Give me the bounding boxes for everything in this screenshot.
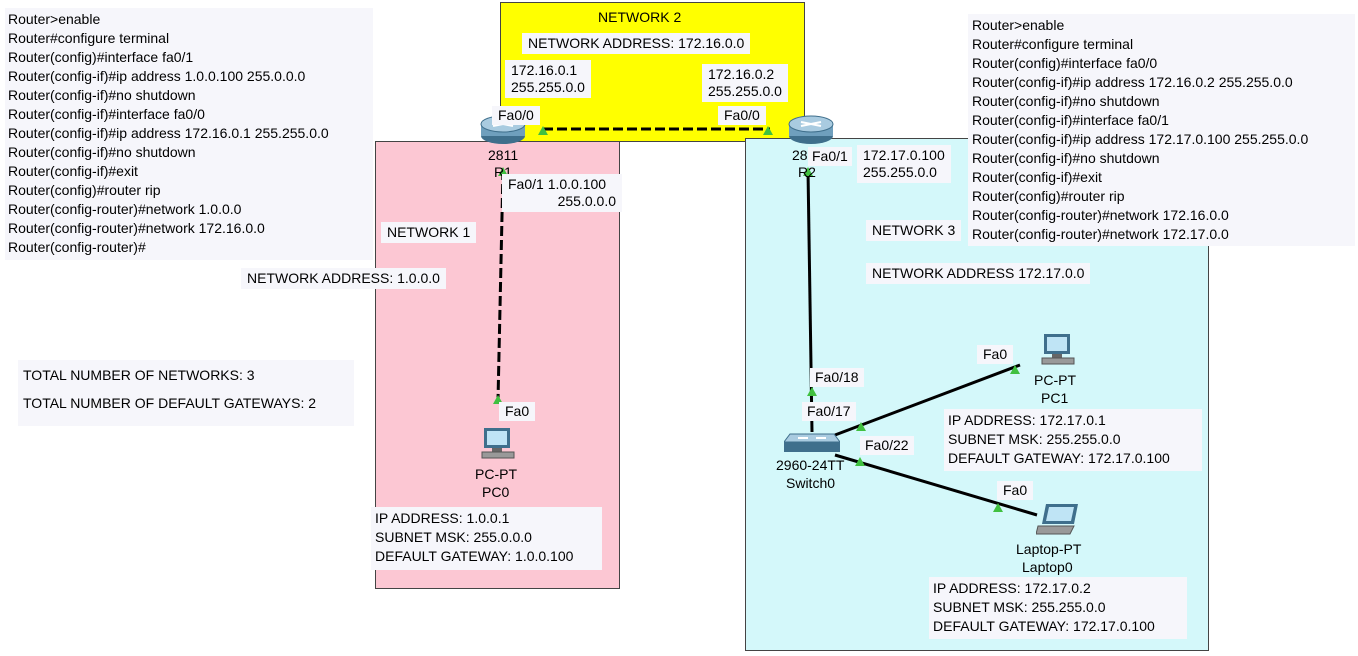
totals-panel: TOTAL NUMBER OF NETWORKS: 3 TOTAL NUMBER…: [18, 360, 354, 426]
network1-address: NETWORK ADDRESS: 1.0.0.0: [241, 268, 446, 289]
pc1-mask: SUBNET MSK: 255.255.0.0: [948, 431, 1121, 447]
laptop0-mask: SUBNET MSK: 255.255.0.0: [933, 599, 1106, 615]
pc0-mask: SUBNET MSK: 255.0.0.0: [375, 529, 532, 545]
config-line: Router#configure terminal: [8, 30, 170, 46]
r2-fa00-port-label: Fa0/0: [718, 106, 766, 125]
total-networks: TOTAL NUMBER OF NETWORKS: 3: [23, 367, 255, 383]
pc1-gateway: DEFAULT GATEWAY: 172.17.0.100: [948, 450, 1170, 466]
link-up-marker: [493, 395, 503, 404]
pc1-name-label: PC1: [1041, 390, 1069, 406]
pc-icon[interactable]: [1040, 332, 1076, 368]
r2-fa01-mask: 255.255.0.0: [863, 164, 937, 180]
r1-model-label: 2811: [488, 147, 519, 163]
link-up-marker: [763, 126, 773, 135]
link-up-marker: [498, 167, 508, 176]
config-line: Router(config-if)#no shutdown: [8, 144, 196, 160]
r1-fa00-port-label: Fa0/0: [492, 106, 540, 125]
config-line: Router(config-router)#network 1.0.0.0: [8, 201, 242, 217]
config-line: Router(config-if)#exit: [972, 169, 1102, 185]
laptop0-gateway: DEFAULT GATEWAY: 172.17.0.100: [933, 618, 1155, 634]
link-up-marker: [993, 503, 1003, 512]
pc1-type-label: PC-PT: [1034, 372, 1076, 388]
pc1-ip-panel: IP ADDRESS: 172.17.0.1 SUBNET MSK: 255.2…: [944, 409, 1202, 471]
config-line: Router>enable: [8, 11, 101, 27]
r2-config-panel: Router>enable Router#configure terminal …: [968, 14, 1355, 246]
pc0-ip-panel: IP ADDRESS: 1.0.0.1 SUBNET MSK: 255.0.0.…: [371, 507, 602, 570]
network3-title: NETWORK 3: [866, 220, 962, 241]
config-line: Router(config-router)#: [8, 239, 146, 255]
r1-fa01-ip: Fa0/1 1.0.0.100: [508, 176, 607, 192]
laptop-port-label: Fa0: [997, 481, 1034, 500]
sw-fa022-label: Fa0/22: [860, 436, 914, 455]
network3-address: NETWORK ADDRESS 172.17.0.0: [866, 263, 1091, 284]
laptop-icon[interactable]: [1036, 502, 1080, 536]
config-line: Router(config-router)#network 172.16.0.0: [8, 220, 265, 236]
config-line: Router>enable: [972, 17, 1065, 33]
r2-fa01-ip-label: 172.17.0.100 255.255.0.0: [857, 145, 951, 183]
switch0-model-label: 2960-24TT: [776, 457, 845, 473]
config-line: Router(config-if)#exit: [8, 163, 138, 179]
config-line: Router(config-router)#network 172.17.0.0: [972, 226, 1229, 242]
laptop0-ip: IP ADDRESS: 172.17.0.2: [933, 580, 1091, 596]
pc-icon[interactable]: [480, 426, 516, 462]
config-line: Router(config-if)#ip address 1.0.0.100 2…: [8, 68, 306, 84]
pc0-type-label: PC-PT: [475, 466, 517, 482]
r2-fa01-ip: 172.17.0.100: [863, 147, 945, 163]
sw-fa018-label: Fa0/18: [810, 368, 864, 387]
network2-address: NETWORK ADDRESS: 172.16.0.0: [522, 33, 751, 54]
laptop0-type-label: Laptop-PT: [1016, 541, 1082, 557]
config-line: Router(config-if)#interface fa0/1: [972, 112, 1169, 128]
pc0-port-label: Fa0: [499, 402, 536, 421]
link-up-marker: [538, 126, 548, 135]
config-line: Router(config-if)#interface fa0/0: [8, 106, 205, 122]
r2-fa00-mask: 255.255.0.0: [708, 83, 782, 99]
config-line: Router#configure terminal: [972, 36, 1134, 52]
config-line: Router(config)#interface fa0/1: [8, 49, 194, 65]
r2-name-label: R2: [798, 164, 816, 180]
config-line: Router(config)#router rip: [8, 182, 161, 198]
sw-fa017-label: Fa0/17: [802, 402, 856, 421]
link-r1-pc0[interactable]: [496, 169, 505, 401]
pc0-name-label: PC0: [482, 484, 510, 500]
r2-fa00-ip-label: 172.16.0.2 255.255.0.0: [702, 64, 788, 102]
link-switch-pc1[interactable]: [834, 363, 1021, 437]
r1-fa01-label: Fa0/1 1.0.0.100 255.0.0.0: [502, 174, 622, 212]
link-up-marker: [856, 422, 866, 431]
pc0-gateway: DEFAULT GATEWAY: 1.0.0.100: [375, 548, 574, 564]
r1-config-panel: Router>enable Router#configure terminal …: [5, 8, 373, 260]
config-line: Router(config-if)#no shutdown: [8, 87, 196, 103]
config-line: Router(config)#router rip: [972, 188, 1125, 204]
pc0-ip: IP ADDRESS: 1.0.0.1: [375, 510, 510, 526]
r1-fa00-ip-label: 172.16.0.1 255.255.0.0: [505, 60, 591, 98]
laptop0-name-label: Laptop0: [1022, 559, 1073, 575]
pc1-port-label: Fa0: [977, 345, 1014, 364]
laptop0-ip-panel: IP ADDRESS: 172.17.0.2 SUBNET MSK: 255.2…: [929, 577, 1187, 639]
config-line: Router(config-if)#ip address 172.17.0.10…: [972, 131, 1309, 147]
total-gateways: TOTAL NUMBER OF DEFAULT GATEWAYS: 2: [23, 395, 317, 411]
config-line: Router(config-if)#no shutdown: [972, 93, 1160, 109]
switch-icon[interactable]: [784, 428, 840, 456]
config-line: Router(config-if)#no shutdown: [972, 150, 1160, 166]
config-line: Router(config-if)#ip address 172.16.0.1 …: [8, 125, 329, 141]
link-up-marker: [807, 387, 817, 396]
link-up-marker: [855, 457, 865, 466]
link-up-marker: [1010, 365, 1020, 374]
network1-title: NETWORK 1: [381, 222, 477, 243]
link-switch-laptop[interactable]: [834, 453, 1038, 517]
config-line: Router(config)#interface fa0/0: [972, 55, 1158, 71]
link-up-marker: [803, 167, 813, 176]
network2-title: NETWORK 2: [598, 9, 682, 25]
config-line: Router(config-if)#ip address 172.16.0.2 …: [972, 74, 1293, 90]
r2-fa01-port-label: Fa0/1: [808, 147, 852, 166]
config-line: Router(config-router)#network 172.16.0.0: [972, 207, 1229, 223]
r1-fa00-ip: 172.16.0.1: [511, 62, 578, 78]
r1-fa00-mask: 255.255.0.0: [511, 79, 585, 95]
pc1-ip: IP ADDRESS: 172.17.0.1: [948, 412, 1106, 428]
switch0-name-label: Switch0: [786, 475, 836, 491]
r1-fa01-mask: 255.0.0.0: [557, 193, 616, 209]
r2-fa00-ip: 172.16.0.2: [708, 66, 775, 82]
router-icon[interactable]: [786, 114, 836, 146]
